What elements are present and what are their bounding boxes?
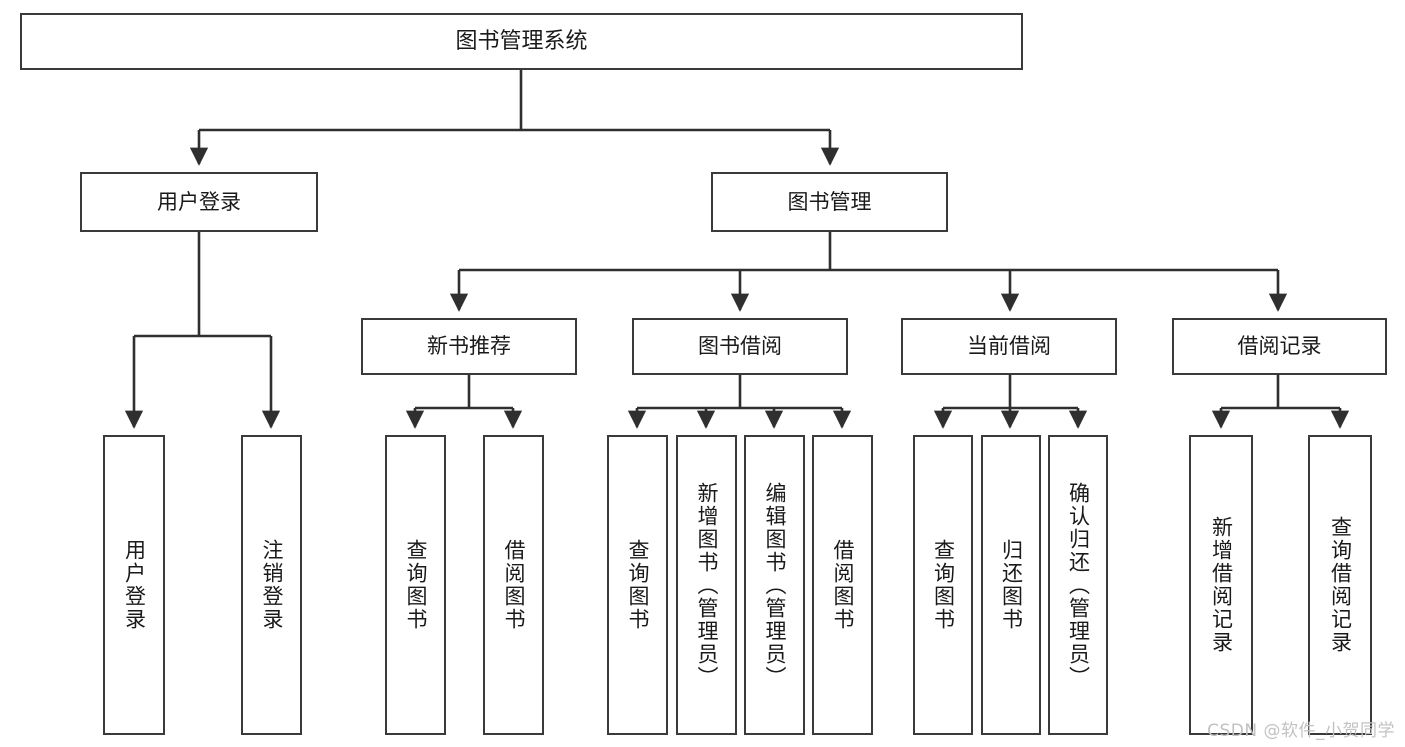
leaf-borrow-book[interactable]: 借阅图书 (812, 435, 873, 735)
leaf-confirm-return-admin[interactable]: 确认归还（管理员） (1048, 435, 1108, 735)
leaf-logout[interactable]: 注销登录 (241, 435, 302, 735)
node-label: 新书推荐 (427, 334, 511, 359)
node-label: 图书管理 (787, 189, 872, 214)
node-level2-user-login[interactable]: 用户登录 (80, 172, 318, 232)
node-label: 用户登录 (122, 539, 147, 631)
leaf-user-login[interactable]: 用户登录 (103, 435, 165, 735)
node-root-label: 图书管理系统 (455, 28, 588, 54)
node-label: 确认归还（管理员） (1066, 481, 1091, 689)
node-level3-new-book-recommend[interactable]: 新书推荐 (361, 318, 577, 375)
node-label: 借阅图书 (502, 539, 526, 631)
node-root[interactable]: 图书管理系统 (20, 13, 1023, 70)
leaf-edit-book-admin[interactable]: 编辑图书（管理员） (744, 435, 805, 735)
leaf-query-book-recommend[interactable]: 查询图书 (385, 435, 446, 735)
node-label: 用户登录 (157, 189, 241, 214)
node-label: 借阅记录 (1237, 334, 1322, 359)
leaf-query-book-borrow[interactable]: 查询图书 (607, 435, 668, 735)
node-label: 新增图书（管理员） (695, 481, 719, 689)
watermark-credit: CSDN @软件_小贺同学 (1207, 721, 1395, 741)
leaf-query-borrow-record[interactable]: 查询借阅记录 (1308, 435, 1372, 735)
node-label: 查询图书 (931, 539, 956, 631)
node-level2-book-management[interactable]: 图书管理 (711, 172, 948, 232)
leaf-add-book-admin[interactable]: 新增图书（管理员） (676, 435, 737, 735)
node-label: 注销登录 (260, 539, 284, 631)
node-label: 图书借阅 (698, 334, 782, 359)
node-label: 当前借阅 (967, 334, 1051, 359)
node-label: 查询图书 (626, 539, 650, 631)
node-level3-book-borrow[interactable]: 图书借阅 (632, 318, 848, 375)
node-label: 查询借阅记录 (1328, 516, 1353, 654)
leaf-return-book[interactable]: 归还图书 (981, 435, 1041, 735)
leaf-add-borrow-record[interactable]: 新增借阅记录 (1189, 435, 1253, 735)
node-label: 归还图书 (999, 539, 1024, 631)
node-level3-current-borrow[interactable]: 当前借阅 (901, 318, 1117, 375)
node-level3-borrow-record[interactable]: 借阅记录 (1172, 318, 1387, 375)
node-label: 查询图书 (404, 539, 428, 631)
node-label: 新增借阅记录 (1209, 516, 1234, 654)
leaf-borrow-book-recommend[interactable]: 借阅图书 (483, 435, 544, 735)
leaf-query-book-current[interactable]: 查询图书 (913, 435, 973, 735)
node-label: 编辑图书（管理员） (763, 481, 787, 689)
node-label: 借阅图书 (831, 539, 855, 631)
